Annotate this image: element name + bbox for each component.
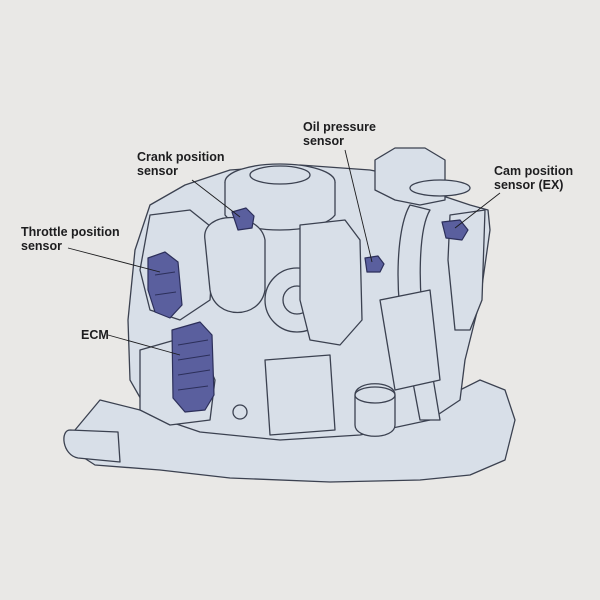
leader-cam <box>454 192 501 229</box>
ecm-module <box>171 321 215 413</box>
lower-box <box>264 354 336 436</box>
oil-pressure-sensor-label: Oil pressure sensor <box>303 120 376 148</box>
front-panel <box>379 289 441 391</box>
manifold <box>204 217 266 313</box>
throttle-position-sensor-label: Throttle position sensor <box>21 225 120 253</box>
leader-throttle <box>67 247 161 273</box>
oil-pressure-sensor-part <box>364 255 385 273</box>
center-column <box>299 219 363 346</box>
throttle-position-sensor-part <box>147 251 183 319</box>
bolt-lower <box>232 404 248 420</box>
crank-position-sensor-part <box>231 207 255 231</box>
cam-position-sensor-part <box>441 219 469 241</box>
leader-oil-pressure <box>344 149 373 263</box>
leader-crank <box>191 179 241 218</box>
oil-filter-top <box>354 386 396 404</box>
ecm-label: ECM <box>81 328 109 342</box>
mount-bracket <box>63 429 121 463</box>
flywheel-cap <box>249 165 311 185</box>
leader-ecm <box>107 334 181 356</box>
cam-position-sensor-label: Cam position sensor (EX) <box>494 164 574 192</box>
right-cap <box>409 179 471 197</box>
crank-position-sensor-label: Crank position sensor <box>137 150 225 178</box>
